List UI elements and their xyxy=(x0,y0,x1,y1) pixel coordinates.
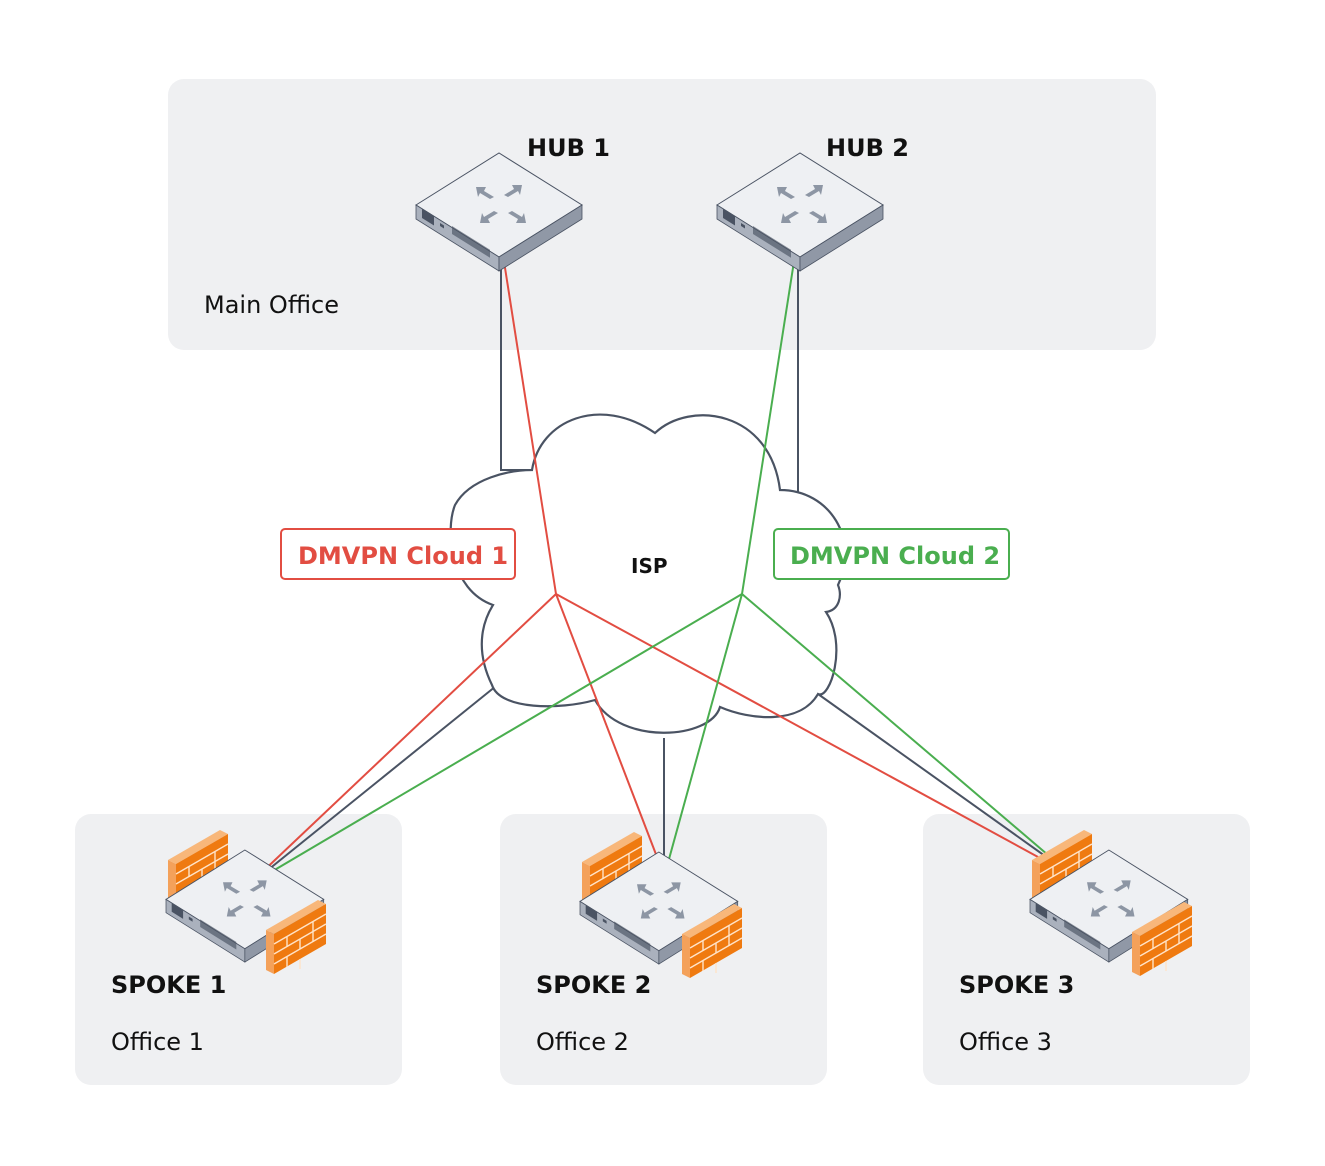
dmvpn-cloud2-badge: DMVPN Cloud 2 xyxy=(773,528,1010,580)
tunnel-hub1-spoke1 xyxy=(256,593,557,878)
tunnel-hub1-spoke3 xyxy=(555,593,1039,858)
office2-label: Office 2 xyxy=(536,1028,629,1056)
hub1-label: HUB 1 xyxy=(527,134,610,162)
dmvpn-cloud1-badge: DMVPN Cloud 1 xyxy=(280,528,516,580)
dmvpn-cloud1-tunnels xyxy=(256,254,1039,878)
tunnel-hub1-hubpoint xyxy=(502,254,557,595)
tunnel-hub1-spoke2 xyxy=(555,593,663,871)
link-isp-spoke3 xyxy=(817,693,1046,857)
tunnel-hub2-spoke3 xyxy=(741,593,1049,856)
link-isp-spoke1 xyxy=(257,681,502,879)
tunnel-hub2-spoke2 xyxy=(665,593,743,871)
dmvpn-cloud1-label: DMVPN Cloud 1 xyxy=(298,542,508,570)
isp-label: ISP xyxy=(631,554,668,578)
spoke3-label: SPOKE 3 xyxy=(959,971,1074,999)
hub2-label: HUB 2 xyxy=(826,134,909,162)
dmvpn-cloud2-label: DMVPN Cloud 2 xyxy=(790,542,1000,570)
office3-panel xyxy=(923,814,1250,1085)
tunnel-hub2-hubpoint xyxy=(741,254,796,595)
main-office-panel xyxy=(168,79,1156,350)
main-office-label: Main Office xyxy=(204,291,339,319)
isp-cloud-icon xyxy=(449,413,847,734)
tunnel-hub2-spoke1 xyxy=(260,593,743,879)
spoke1-label: SPOKE 1 xyxy=(111,971,226,999)
dmvpn-cloud2-tunnels xyxy=(260,254,1049,879)
office3-label: Office 3 xyxy=(959,1028,1052,1056)
spoke2-label: SPOKE 2 xyxy=(536,971,651,999)
office1-label: Office 1 xyxy=(111,1028,204,1056)
